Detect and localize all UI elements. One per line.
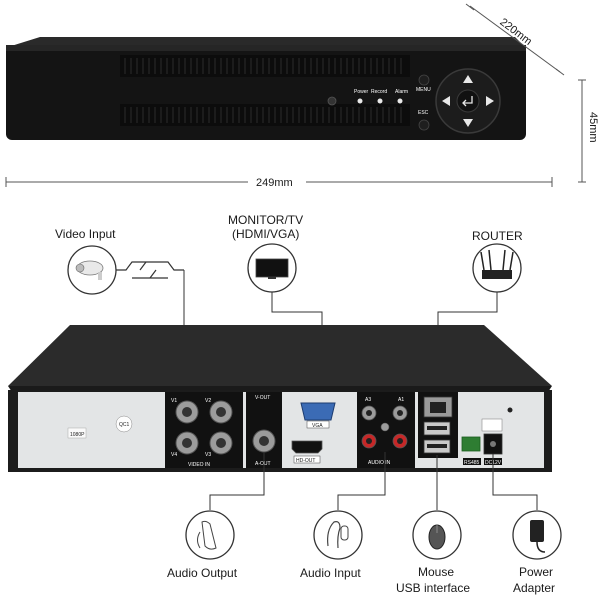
hd-out-label: HD-OUT [296,458,315,464]
channel-label-v1: V1 [171,398,177,404]
width-label: 249mm [256,177,293,189]
video-in-label: VIDEO IN [188,462,210,468]
rear-dvr-unit: 1080P QC1 V2 V1 V4 V3 VIDEO IN V-OUT A-O… [8,325,552,472]
power-adapter-icon [530,520,544,542]
dimension-width: 249mm [5,175,553,189]
indicator-alarm-label: Alarm [395,89,408,95]
camera-callout [67,245,117,295]
video-in-block [165,392,243,468]
channel-label-v3: V3 [205,452,211,458]
alarm-led [397,98,403,104]
enter-icon [462,96,473,107]
esc-button [418,119,430,131]
power-label-line2: Adapter [513,581,555,595]
vga-port [300,402,336,421]
router-icon [482,270,512,279]
ir-receiver [327,96,337,106]
speaker-icon [201,520,217,550]
bnc-connectors [175,400,233,455]
ground-screw [507,407,513,413]
audio-output-connector-line [209,452,265,510]
vga-label: VGA [312,423,323,429]
power-label-line1: Power [519,565,553,579]
vent-slots [124,58,402,123]
monitor-callout [247,243,297,293]
power-led [357,98,363,104]
rs485-terminal [461,436,481,452]
audio-input-callout [313,510,363,560]
dpad-center [456,89,480,113]
right-arrow-icon [486,96,494,106]
down-arrow-icon [463,119,473,127]
mouse-label-line2: USB interface [396,581,470,595]
audio-label-a2: A3 [365,397,371,403]
menu-label: MENU [416,87,431,93]
v-out-label: V-OUT [255,395,270,401]
mouse-label-line1: Mouse [418,565,454,579]
monitor-label-line1: MONITOR/TV [228,213,303,227]
esc-label: ESC [418,110,429,116]
power-adapter-callout [512,510,562,560]
monitor-label-line2: (HDMI/VGA) [232,227,299,241]
microphone-icon [327,521,341,549]
rear-dvr-top [8,325,552,386]
record-led [377,98,383,104]
monitor-icon [255,258,289,278]
audio-input-connector-line [337,452,386,510]
power-connector-line [492,454,538,510]
video-input-label: Video Input [55,227,116,241]
indicator-power-label: Power [354,89,369,95]
menu-button [418,74,430,86]
qc-tag: QC1 [119,422,130,428]
front-dvr-top [8,37,525,47]
dimension-height: 45mm [578,79,600,183]
audio-output-label: Audio Output [167,566,238,580]
audio-output-callout [185,510,235,560]
rs485-label: RS485 [464,460,480,466]
audio-in-label: AUDIO IN [368,460,391,466]
audio-input-label: Audio Input [300,566,361,580]
channel-label-v4: V4 [171,452,177,458]
up-arrow-icon [463,75,473,83]
warning-sticker [481,418,503,432]
front-dvr-unit: Power Record Alarm MENU ESC [6,37,526,140]
router-label: ROUTER [472,229,523,243]
a-out-label: A-OUT [255,461,271,467]
router-callout [472,243,522,293]
channel-label-v2: V2 [205,398,211,404]
model-tag: 1080P [70,432,85,438]
front-vent-top [120,55,410,77]
hdmi-port [291,440,323,454]
height-label: 45mm [587,112,599,143]
video-cable-break [116,261,184,279]
left-arrow-icon [442,96,450,106]
front-vent-bottom [120,104,410,126]
model-sticker [67,427,87,439]
mouse-callout [412,510,462,560]
audio-label-a1: A1 [398,397,404,403]
indicator-record-label: Record [371,89,387,95]
qc-sticker [115,415,133,433]
